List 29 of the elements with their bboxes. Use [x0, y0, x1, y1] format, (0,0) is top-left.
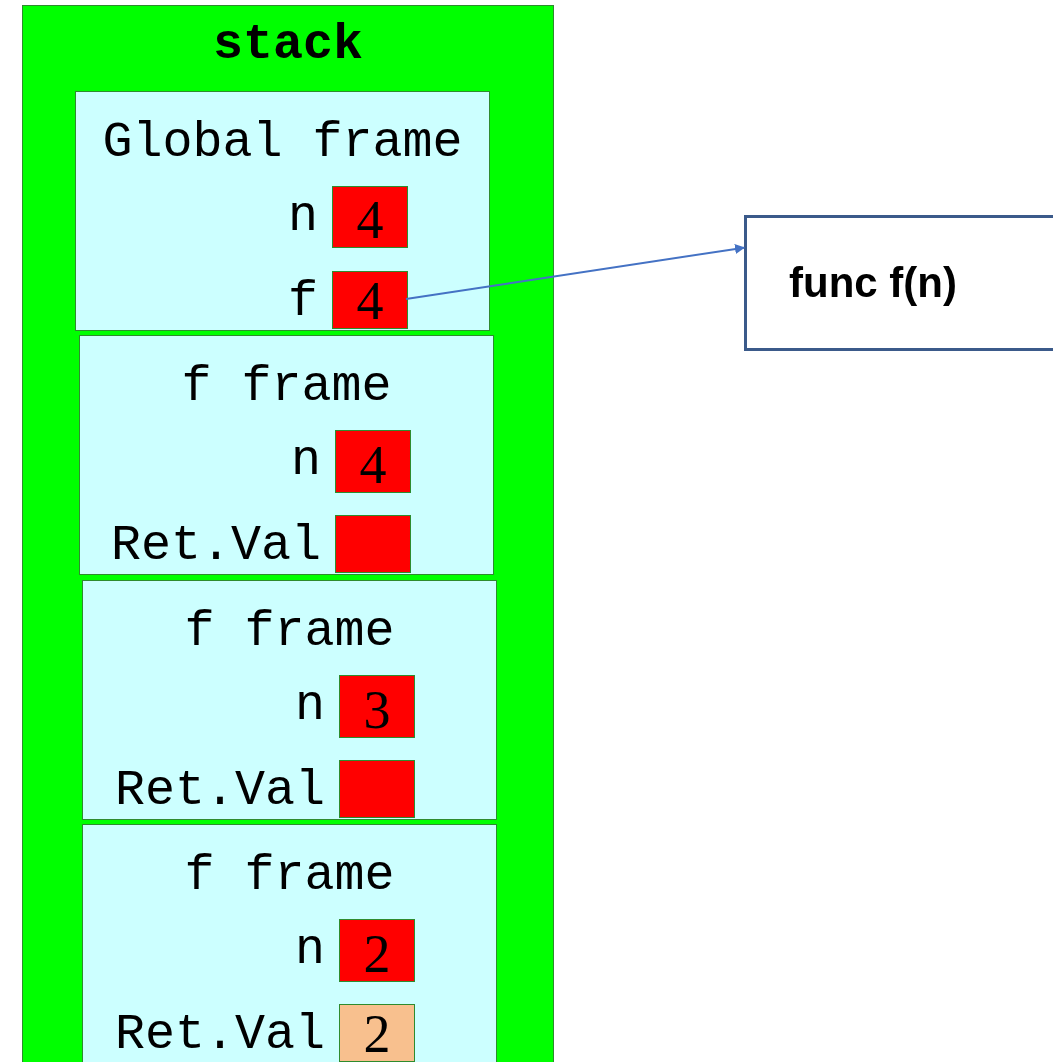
variable-label: n [291, 436, 321, 486]
frame-box [82, 580, 497, 820]
variable-label: f [288, 277, 318, 327]
value-box: 2 [339, 919, 415, 982]
value-box [339, 760, 415, 818]
frame-title: Global frame [101, 118, 464, 168]
value-box: 4 [335, 430, 411, 493]
variable-label: n [288, 192, 318, 242]
frame-title: f frame [183, 607, 396, 657]
variable-label: Ret.Val [114, 1010, 325, 1060]
stack-title: stack [212, 20, 364, 70]
value-box: 4 [332, 271, 408, 329]
stack-panel [22, 5, 554, 1062]
function-label: func f(n) [789, 259, 957, 307]
variable-label: Ret.Val [114, 766, 325, 816]
value-box [335, 515, 411, 573]
frame-box [82, 824, 497, 1062]
variable-label: Ret.Val [110, 521, 321, 571]
value-box: 3 [339, 675, 415, 738]
frame-box [75, 91, 490, 331]
arrow [405, 244, 745, 300]
variable-label: n [295, 925, 325, 975]
frame-title: f frame [180, 362, 393, 412]
value-box: 2 [339, 1004, 415, 1062]
frame-title: f frame [183, 851, 396, 901]
function-box [744, 215, 1053, 351]
frame-box [79, 335, 494, 575]
variable-label: n [295, 681, 325, 731]
value-box: 4 [332, 186, 408, 248]
